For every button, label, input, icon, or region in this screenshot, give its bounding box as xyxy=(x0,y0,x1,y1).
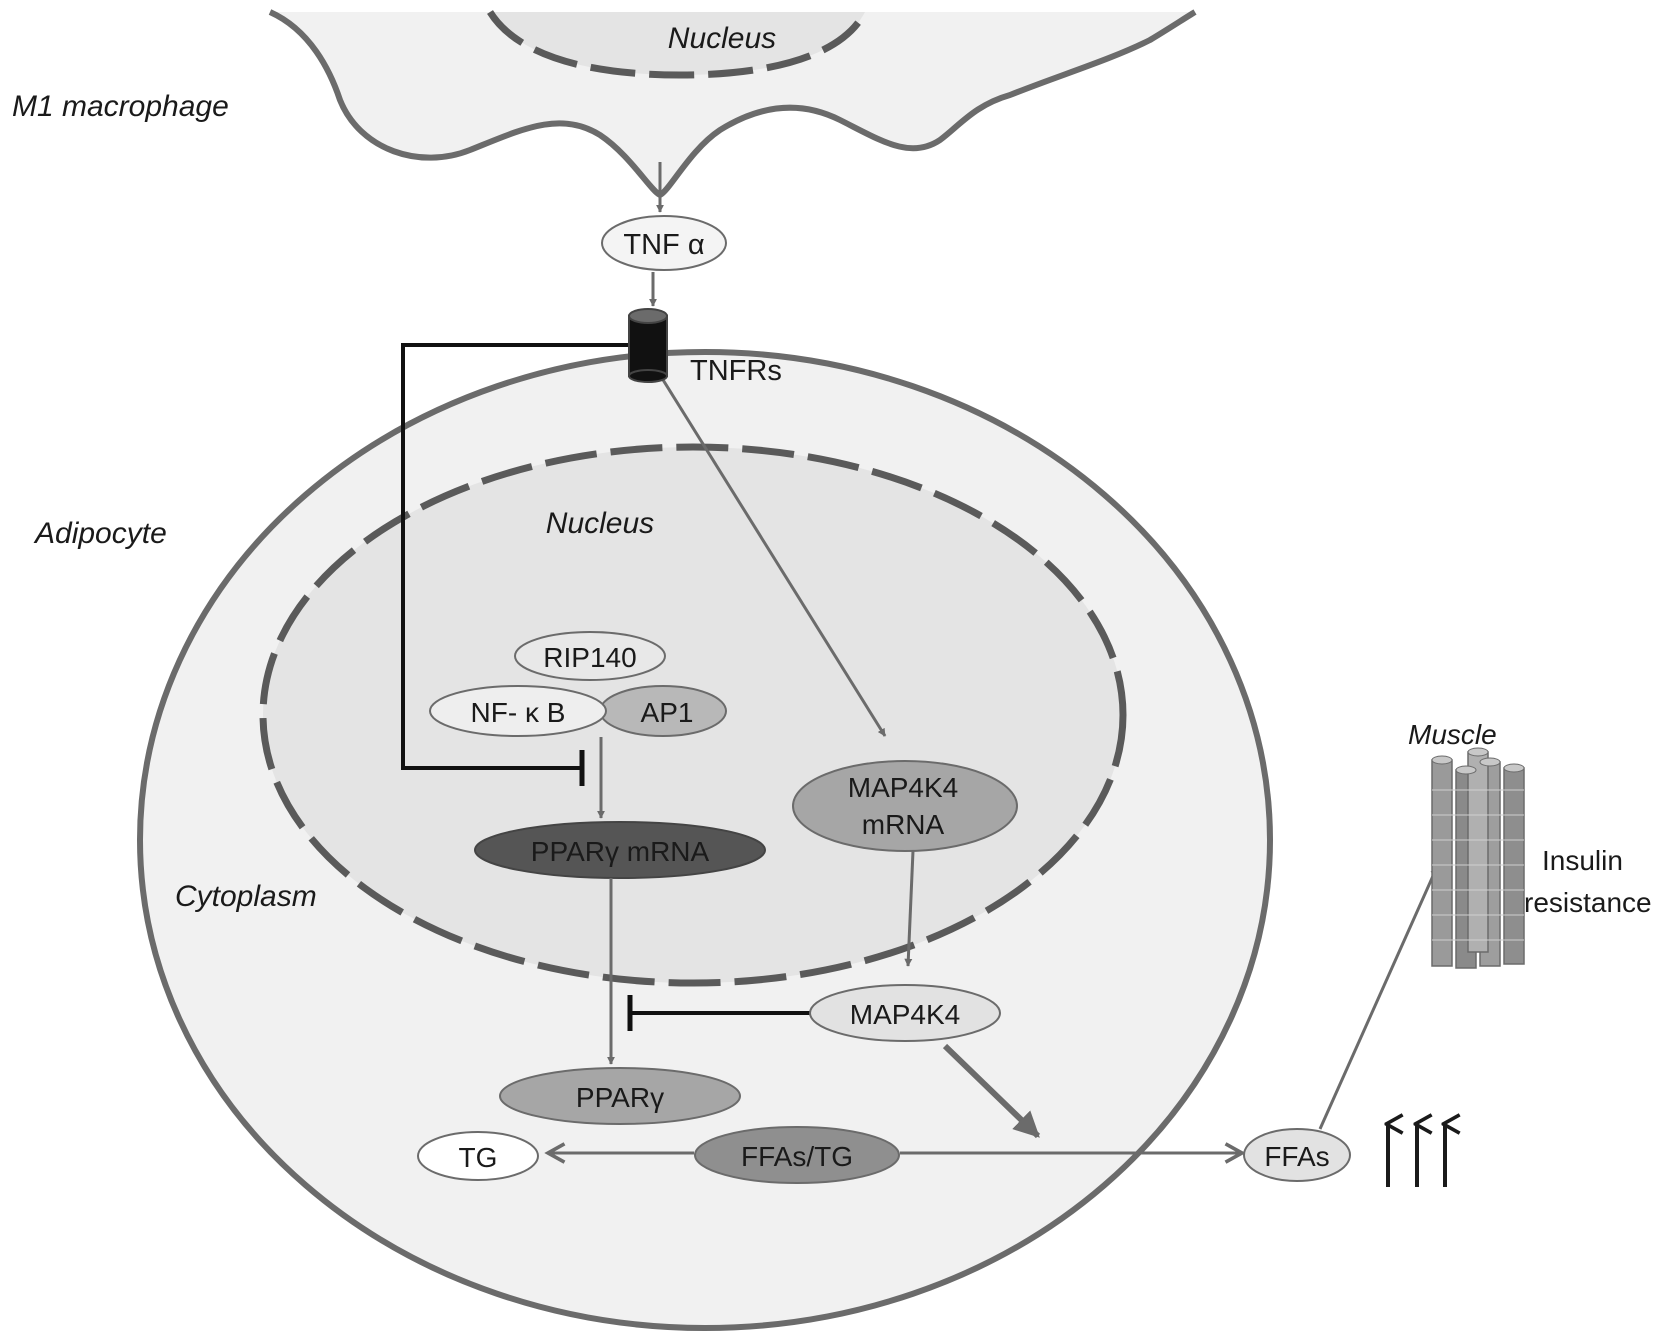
insulin-resistance-line1: Insulin xyxy=(1542,845,1623,876)
rip140-node xyxy=(514,631,666,681)
cytoplasm-label: Cytoplasm xyxy=(175,880,317,913)
tg-label: TG xyxy=(459,1142,498,1173)
map4k4-mrna-label-line2: mRNA xyxy=(862,809,945,840)
ffas-label: FFAs xyxy=(1264,1141,1329,1172)
m1-macrophage-label: M1 macrophage xyxy=(12,90,229,123)
arrow-map4k4-mrna-to-map4k4 xyxy=(904,850,915,967)
ppar-node xyxy=(499,1067,741,1125)
map4k4-label: MAP4K4 xyxy=(850,999,961,1030)
ap1-label: AP1 xyxy=(641,697,694,728)
tg-node xyxy=(417,1131,539,1181)
macrophage-nucleus-label: Nucleus xyxy=(668,22,776,55)
inhibit-tnfrs-to-ppar-mrna xyxy=(401,343,630,770)
ffas-tg-node xyxy=(694,1126,900,1184)
nfkb-label: NF- κ B xyxy=(471,697,566,728)
rip140-label: RIP140 xyxy=(543,642,636,673)
ffas-tg-label: FFAs/TG xyxy=(741,1141,853,1172)
increase-arrows-icon xyxy=(1388,1124,1445,1187)
macrophage-membrane xyxy=(268,9,1197,199)
ppar-label: PPARγ xyxy=(576,1082,664,1113)
adipocyte-nucleus-label: Nucleus xyxy=(546,507,654,540)
macrophage-nucleus xyxy=(487,10,869,79)
adipocyte-label: Adipocyte xyxy=(33,517,167,550)
ffas-node xyxy=(1243,1128,1351,1182)
tnf-alpha-label: TNF α xyxy=(623,229,704,261)
tnfrs-receptor xyxy=(628,308,668,383)
ppar-mrna-label: PPARγ mRNA xyxy=(531,836,710,867)
arrow-tnfrs-to-map4k4-mrna xyxy=(658,374,887,737)
muscle-fibers-icon xyxy=(1431,747,1525,969)
tnfrs-label: TNFRs xyxy=(690,355,782,387)
arrow-ffas-to-muscle xyxy=(1318,866,1439,1130)
arrow-map4k4-to-lipolysis xyxy=(942,1043,1041,1139)
map4k4-mrna-label-line1: MAP4K4 xyxy=(848,772,959,803)
nfkb-node xyxy=(429,685,607,737)
tnf-alpha-node xyxy=(601,215,727,271)
ppar-mrna-node xyxy=(474,821,766,879)
muscle-label: Muscle xyxy=(1408,719,1497,750)
map4k4-node xyxy=(809,984,1001,1042)
insulin-resistance-line2: resistance xyxy=(1524,887,1652,918)
map4k4-mrna-node xyxy=(792,760,1018,852)
